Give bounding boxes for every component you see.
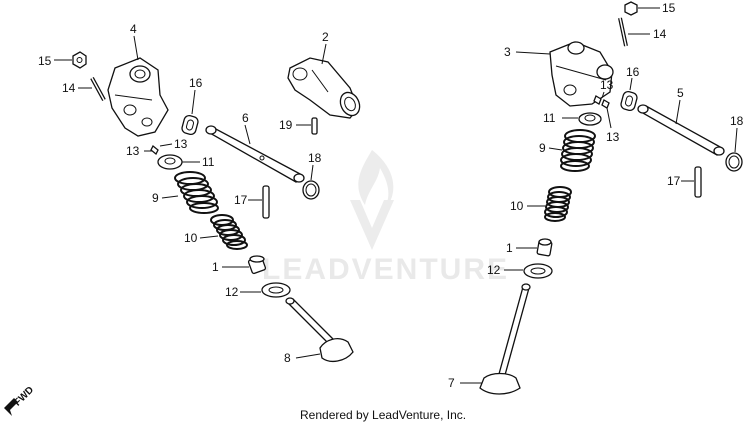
callout-left-10: 10 (184, 231, 198, 245)
part-valve-guide-left[interactable] (247, 255, 267, 275)
callout-right-9: 9 (539, 141, 546, 155)
part-outer-spring-right[interactable] (560, 129, 596, 172)
part-dowel-left[interactable] (262, 185, 270, 219)
callout-right-14: 14 (653, 27, 667, 41)
callout-right-12: 12 (487, 263, 501, 277)
part-valve-left[interactable] (285, 297, 354, 363)
part-nut-right[interactable] (624, 1, 638, 16)
callout-left-19: 19 (279, 118, 293, 132)
callout-right-18: 18 (730, 114, 744, 128)
callout-right-11: 11 (543, 111, 556, 125)
callout-left-2: 2 (322, 30, 329, 44)
callout-right-16: 16 (626, 65, 640, 79)
callout-right-17: 17 (667, 174, 681, 188)
callout-right-10: 10 (510, 199, 524, 213)
callout-right-15: 15 (662, 1, 676, 15)
watermark-text: LEADVENTURE (262, 253, 509, 286)
part-stud-left[interactable] (90, 77, 106, 101)
part-rocker-shaft-left[interactable] (205, 125, 305, 183)
part-inner-spring-left[interactable] (210, 214, 248, 250)
part-stud-right[interactable] (618, 17, 628, 47)
part-rocker-holder-right[interactable] (549, 41, 614, 107)
part-seal-left[interactable] (181, 114, 199, 136)
callout-left-18: 18 (308, 151, 322, 165)
callout-left-12: 12 (225, 285, 239, 299)
part-pin[interactable] (311, 117, 318, 135)
watermark-logo (350, 150, 394, 250)
callout-left-11: 11 (202, 155, 215, 169)
part-retainer-right[interactable] (578, 112, 602, 126)
fwd-label: FWD (12, 385, 36, 409)
fwd-arrow-icon (4, 398, 18, 416)
part-rocker-cover[interactable] (287, 57, 363, 119)
part-oring-left[interactable] (302, 180, 320, 200)
callout-left-9: 9 (152, 191, 159, 205)
part-valve-guide-right[interactable] (536, 238, 553, 257)
callout-left-6: 6 (242, 111, 249, 125)
callout-left-14: 14 (62, 81, 76, 95)
footer-credit: Rendered by LeadVenture, Inc. (300, 408, 466, 422)
callout-right-13a: 13 (600, 78, 614, 92)
callout-left-4: 4 (130, 22, 137, 36)
part-dowel-right[interactable] (694, 166, 702, 198)
callout-right-5: 5 (677, 86, 684, 100)
callout-left-8: 8 (284, 351, 291, 365)
callout-right-3: 3 (504, 45, 511, 59)
callout-left-13b: 13 (174, 137, 188, 151)
part-oring-right[interactable] (725, 152, 743, 172)
part-nut-left[interactable] (72, 51, 87, 69)
callout-right-1: 1 (506, 241, 513, 255)
part-valve-right[interactable] (479, 283, 531, 395)
part-retainer-left[interactable] (157, 154, 183, 170)
part-washer-left[interactable] (261, 282, 291, 298)
part-rocker-shaft-right[interactable] (637, 104, 725, 156)
callout-left-13a: 13 (126, 144, 140, 158)
part-seal-right[interactable] (620, 90, 638, 112)
callout-left-17: 17 (234, 193, 248, 207)
part-washer-right[interactable] (523, 263, 553, 279)
part-cotter-left[interactable] (150, 144, 159, 156)
callout-left-15: 15 (38, 54, 52, 68)
part-cotter-right[interactable] (593, 95, 610, 109)
callout-right-7: 7 (448, 376, 455, 390)
callout-right-13b: 13 (606, 130, 620, 144)
callout-left-16: 16 (189, 76, 203, 90)
part-rocker-holder-left[interactable] (107, 57, 169, 137)
part-outer-spring-left[interactable] (174, 171, 219, 214)
part-inner-spring-right[interactable] (544, 186, 572, 222)
callout-left-1: 1 (212, 260, 219, 274)
